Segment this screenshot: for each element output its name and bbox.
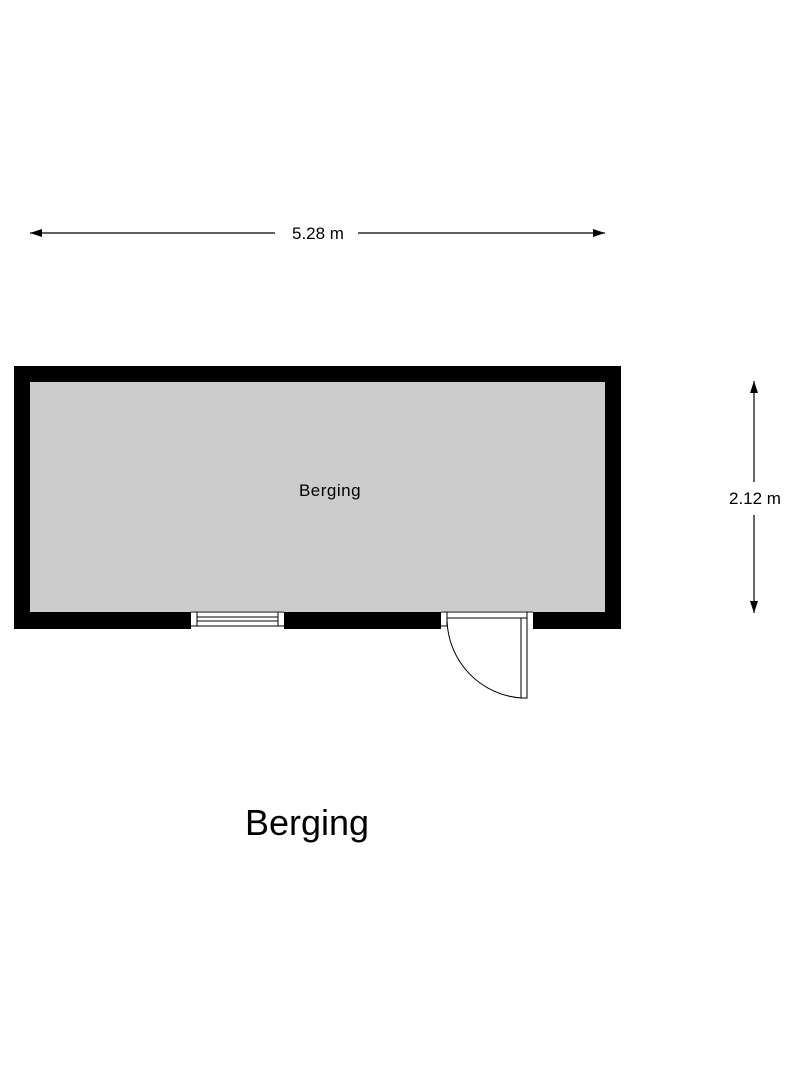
door-opening bbox=[441, 611, 533, 630]
window bbox=[191, 611, 284, 630]
depth-dimension: 2.12 m bbox=[729, 381, 781, 613]
room-label: Berging bbox=[299, 481, 361, 500]
door-leaf bbox=[520, 617, 528, 699]
door-swing-arc bbox=[446, 619, 522, 699]
width-arrow-right-icon bbox=[593, 229, 605, 237]
plan-title: Berging bbox=[245, 802, 369, 843]
width-dimension-label: 5.28 m bbox=[292, 224, 344, 243]
width-dimension: 5.28 m bbox=[30, 224, 605, 243]
width-arrow-left-icon bbox=[30, 229, 42, 237]
room-floor bbox=[30, 382, 605, 612]
depth-arrow-bottom-icon bbox=[750, 601, 758, 613]
depth-arrow-top-icon bbox=[750, 381, 758, 393]
door bbox=[441, 611, 533, 699]
depth-dimension-label: 2.12 m bbox=[729, 489, 781, 508]
